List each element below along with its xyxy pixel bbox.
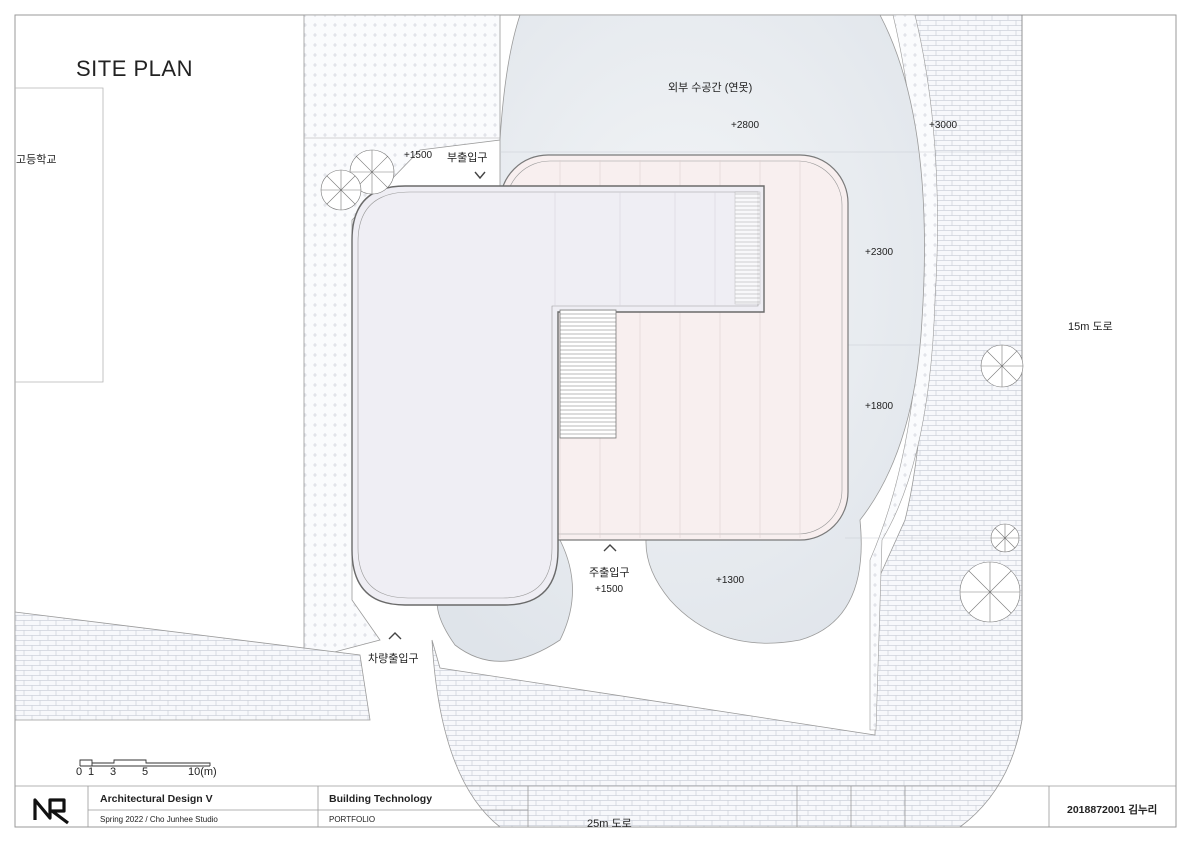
pond-label: 외부 수공간 (연못) <box>668 82 753 94</box>
scale-tick-label: 1 <box>88 766 95 778</box>
sub-entrance-label: 부출입구 <box>447 152 488 164</box>
chevron-up-icon <box>388 632 402 640</box>
subject-name: Building Technology <box>329 793 433 805</box>
level-mark: +1300 <box>716 575 745 586</box>
building <box>351 185 765 606</box>
stair <box>559 309 617 439</box>
high-school-label: 고등학교 <box>16 154 57 166</box>
scale-tick-label: 0 <box>76 766 83 778</box>
scale-tick-label: 10(m) <box>188 766 217 778</box>
chevron-up-icon <box>603 544 617 552</box>
level-mark: +3000 <box>929 120 958 131</box>
level-mark: +2300 <box>865 247 894 258</box>
chevron-down-icon <box>474 171 486 180</box>
tree-icon <box>320 149 1024 623</box>
road-25m-label: 25m 도로 <box>587 818 632 830</box>
road-15m-label: 15m 도로 <box>1068 321 1113 333</box>
term-studio: Spring 2022 / Cho Junhee Studio <box>100 815 218 824</box>
page-title: SITE PLAN <box>76 56 193 81</box>
scale-tick-label: 5 <box>142 766 149 778</box>
student-id-name: 2018872001 김누리 <box>1067 804 1158 816</box>
scale-tick-label: 3 <box>110 766 117 778</box>
level-mark: +1500 <box>595 584 624 595</box>
level-mark: +1800 <box>865 401 894 412</box>
diagonal-road <box>14 611 371 721</box>
school-lot-line <box>15 87 104 383</box>
scale-bar <box>79 759 211 767</box>
level-mark: +2800 <box>731 120 760 131</box>
course-name: Architectural Design V <box>100 793 213 805</box>
vehicle-entrance-label: 차량출입구 <box>368 653 419 665</box>
title-block-lines <box>15 785 1176 827</box>
main-entrance-label: 주출입구 <box>589 567 630 579</box>
level-mark: +1500 <box>404 150 433 161</box>
nr-logo-icon <box>33 798 69 825</box>
document-type: PORTFOLIO <box>329 815 376 824</box>
